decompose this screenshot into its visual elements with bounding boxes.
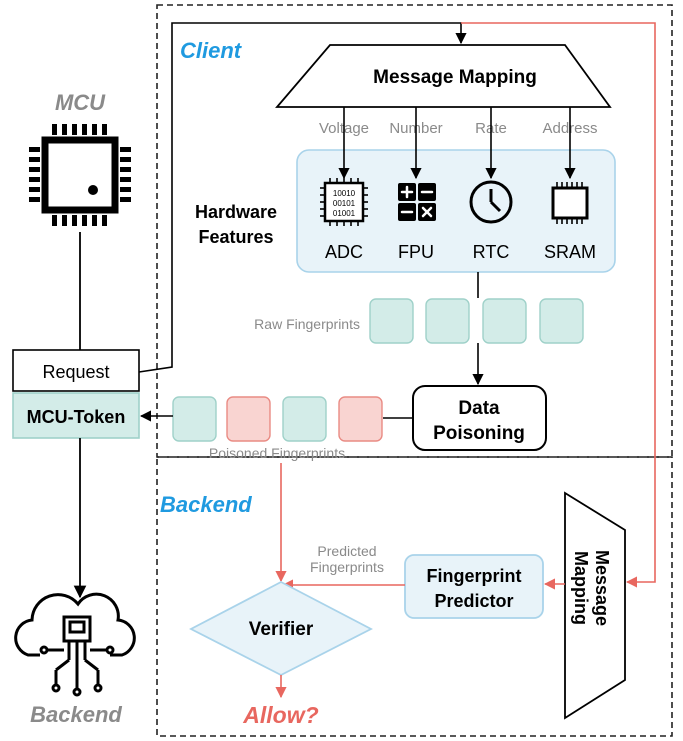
memory-chip-icon (551, 182, 589, 224)
predictor-line1: Fingerprint (427, 566, 522, 586)
request-label: Request (42, 362, 109, 382)
backend-message-mapping-line1: Message (592, 550, 612, 626)
cloud-server-icon (14, 592, 136, 697)
data-poisoning-line2: Poisoning (433, 423, 525, 444)
fingerprint-predictor-box (404, 554, 544, 619)
predicted-fingerprints-line1: Predicted (317, 543, 376, 559)
raw-fingerprint (482, 298, 527, 344)
mcu-token-box (12, 392, 140, 439)
poisoned-fingerprint-clean (172, 396, 217, 442)
feature-fpu: FPU (398, 242, 434, 262)
adc-chip-icon: 10010 00101 01001 (320, 178, 368, 226)
backend-region (156, 456, 673, 737)
feature-adc: ADC (325, 242, 363, 262)
adc-bits-1: 10010 (333, 189, 356, 198)
raw-fingerprints-label: Raw Fingerprints (254, 316, 360, 332)
raw-fingerprint (369, 298, 414, 344)
clock-icon (469, 180, 513, 224)
poisoned-fingerprints-label: Poisoned Fingerprints (209, 445, 345, 461)
backend-title: Backend (160, 492, 252, 517)
message-mapping-block (275, 44, 612, 108)
adc-bits-3: 01001 (333, 209, 356, 218)
verifier-label: Verifier (249, 619, 314, 640)
backend-message-mapping-line2: Mapping (571, 551, 591, 625)
hardware-label-line1: Hardware (195, 202, 277, 222)
client-title: Client (180, 38, 243, 63)
mcu-title: MCU (55, 90, 106, 115)
hardware-features-panel (296, 149, 616, 273)
raw-fingerprint (425, 298, 470, 344)
feature-rtc: RTC (473, 242, 510, 262)
allow-outcome: Allow? (242, 702, 318, 728)
data-poisoning-line1: Data (458, 398, 500, 419)
request-box (12, 349, 140, 392)
poisoned-fingerprint-poisoned (338, 396, 383, 442)
predicted-fingerprints-line2: Fingerprints (310, 559, 384, 575)
message-mapping-label: Message Mapping (373, 67, 537, 88)
client-region (156, 4, 673, 458)
backend-cloud-label: Backend (30, 702, 122, 727)
poisoned-fingerprint-clean (282, 396, 327, 442)
calculator-icon (398, 183, 436, 221)
poisoned-fingerprint-poisoned (226, 396, 271, 442)
raw-fingerprint (539, 298, 584, 344)
backend-message-mapping-block (564, 491, 626, 720)
adc-bits-2: 00101 (333, 199, 356, 208)
predictor-line2: Predictor (434, 591, 513, 611)
feature-sram: SRAM (544, 242, 596, 262)
hardware-label-line2: Features (198, 227, 273, 247)
mcu-token-label: MCU-Token (27, 407, 126, 427)
mcu-chip-icon (29, 124, 131, 226)
